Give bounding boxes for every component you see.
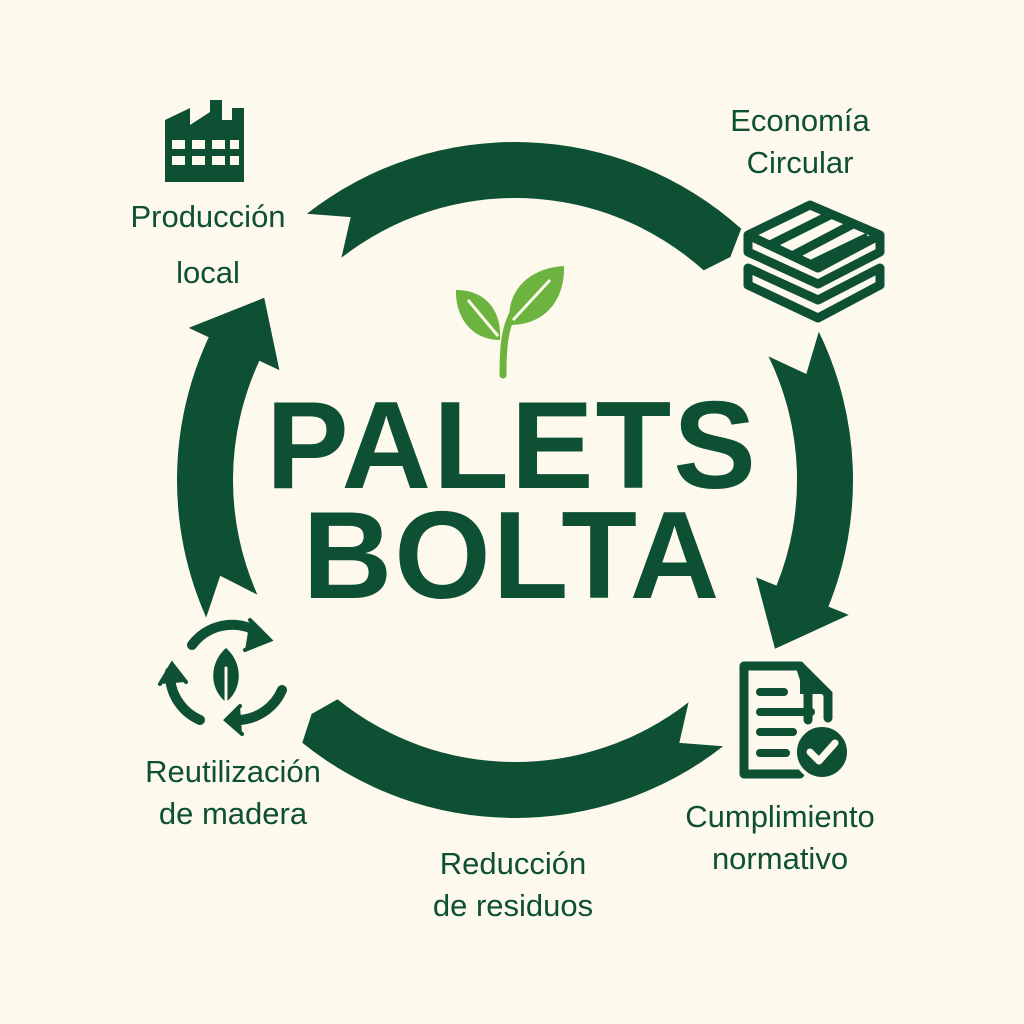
- label-reutilizacion-madera: Reutilización de madera: [145, 751, 321, 835]
- label-line: Producción: [130, 199, 286, 234]
- arc-right-arrow: [756, 331, 854, 649]
- arc-left-arrow: [177, 297, 280, 618]
- arc-top: [306, 142, 742, 271]
- label-line: de madera: [158, 796, 308, 831]
- pallets-icon: [743, 200, 885, 323]
- label-produccion-local: Producción local: [130, 196, 285, 294]
- label-reduccion-residuos: Reducción de residuos: [433, 843, 593, 927]
- label-line: local: [176, 255, 240, 290]
- title-line-1: PALETS: [266, 377, 758, 515]
- label-line: Reutilización: [145, 754, 321, 789]
- label-line: Circular: [746, 145, 854, 180]
- title-line-2: BOLTA: [302, 487, 722, 625]
- label-line: normativo: [711, 841, 849, 876]
- factory-icon: [165, 100, 244, 182]
- label-line: Cumplimiento: [685, 799, 875, 834]
- label-cumplimiento-normativo: Cumplimiento normativo: [685, 796, 875, 880]
- recycle-leaf-icon: [158, 618, 287, 736]
- sprout-icon: [455, 266, 565, 379]
- label-line: Economía: [730, 103, 870, 138]
- arc-bottom: [302, 699, 724, 818]
- document-check-icon: [739, 661, 851, 781]
- label-economia-circular: Economía Circular: [730, 100, 870, 184]
- label-line: de residuos: [432, 888, 594, 923]
- label-line: Reducción: [439, 846, 587, 881]
